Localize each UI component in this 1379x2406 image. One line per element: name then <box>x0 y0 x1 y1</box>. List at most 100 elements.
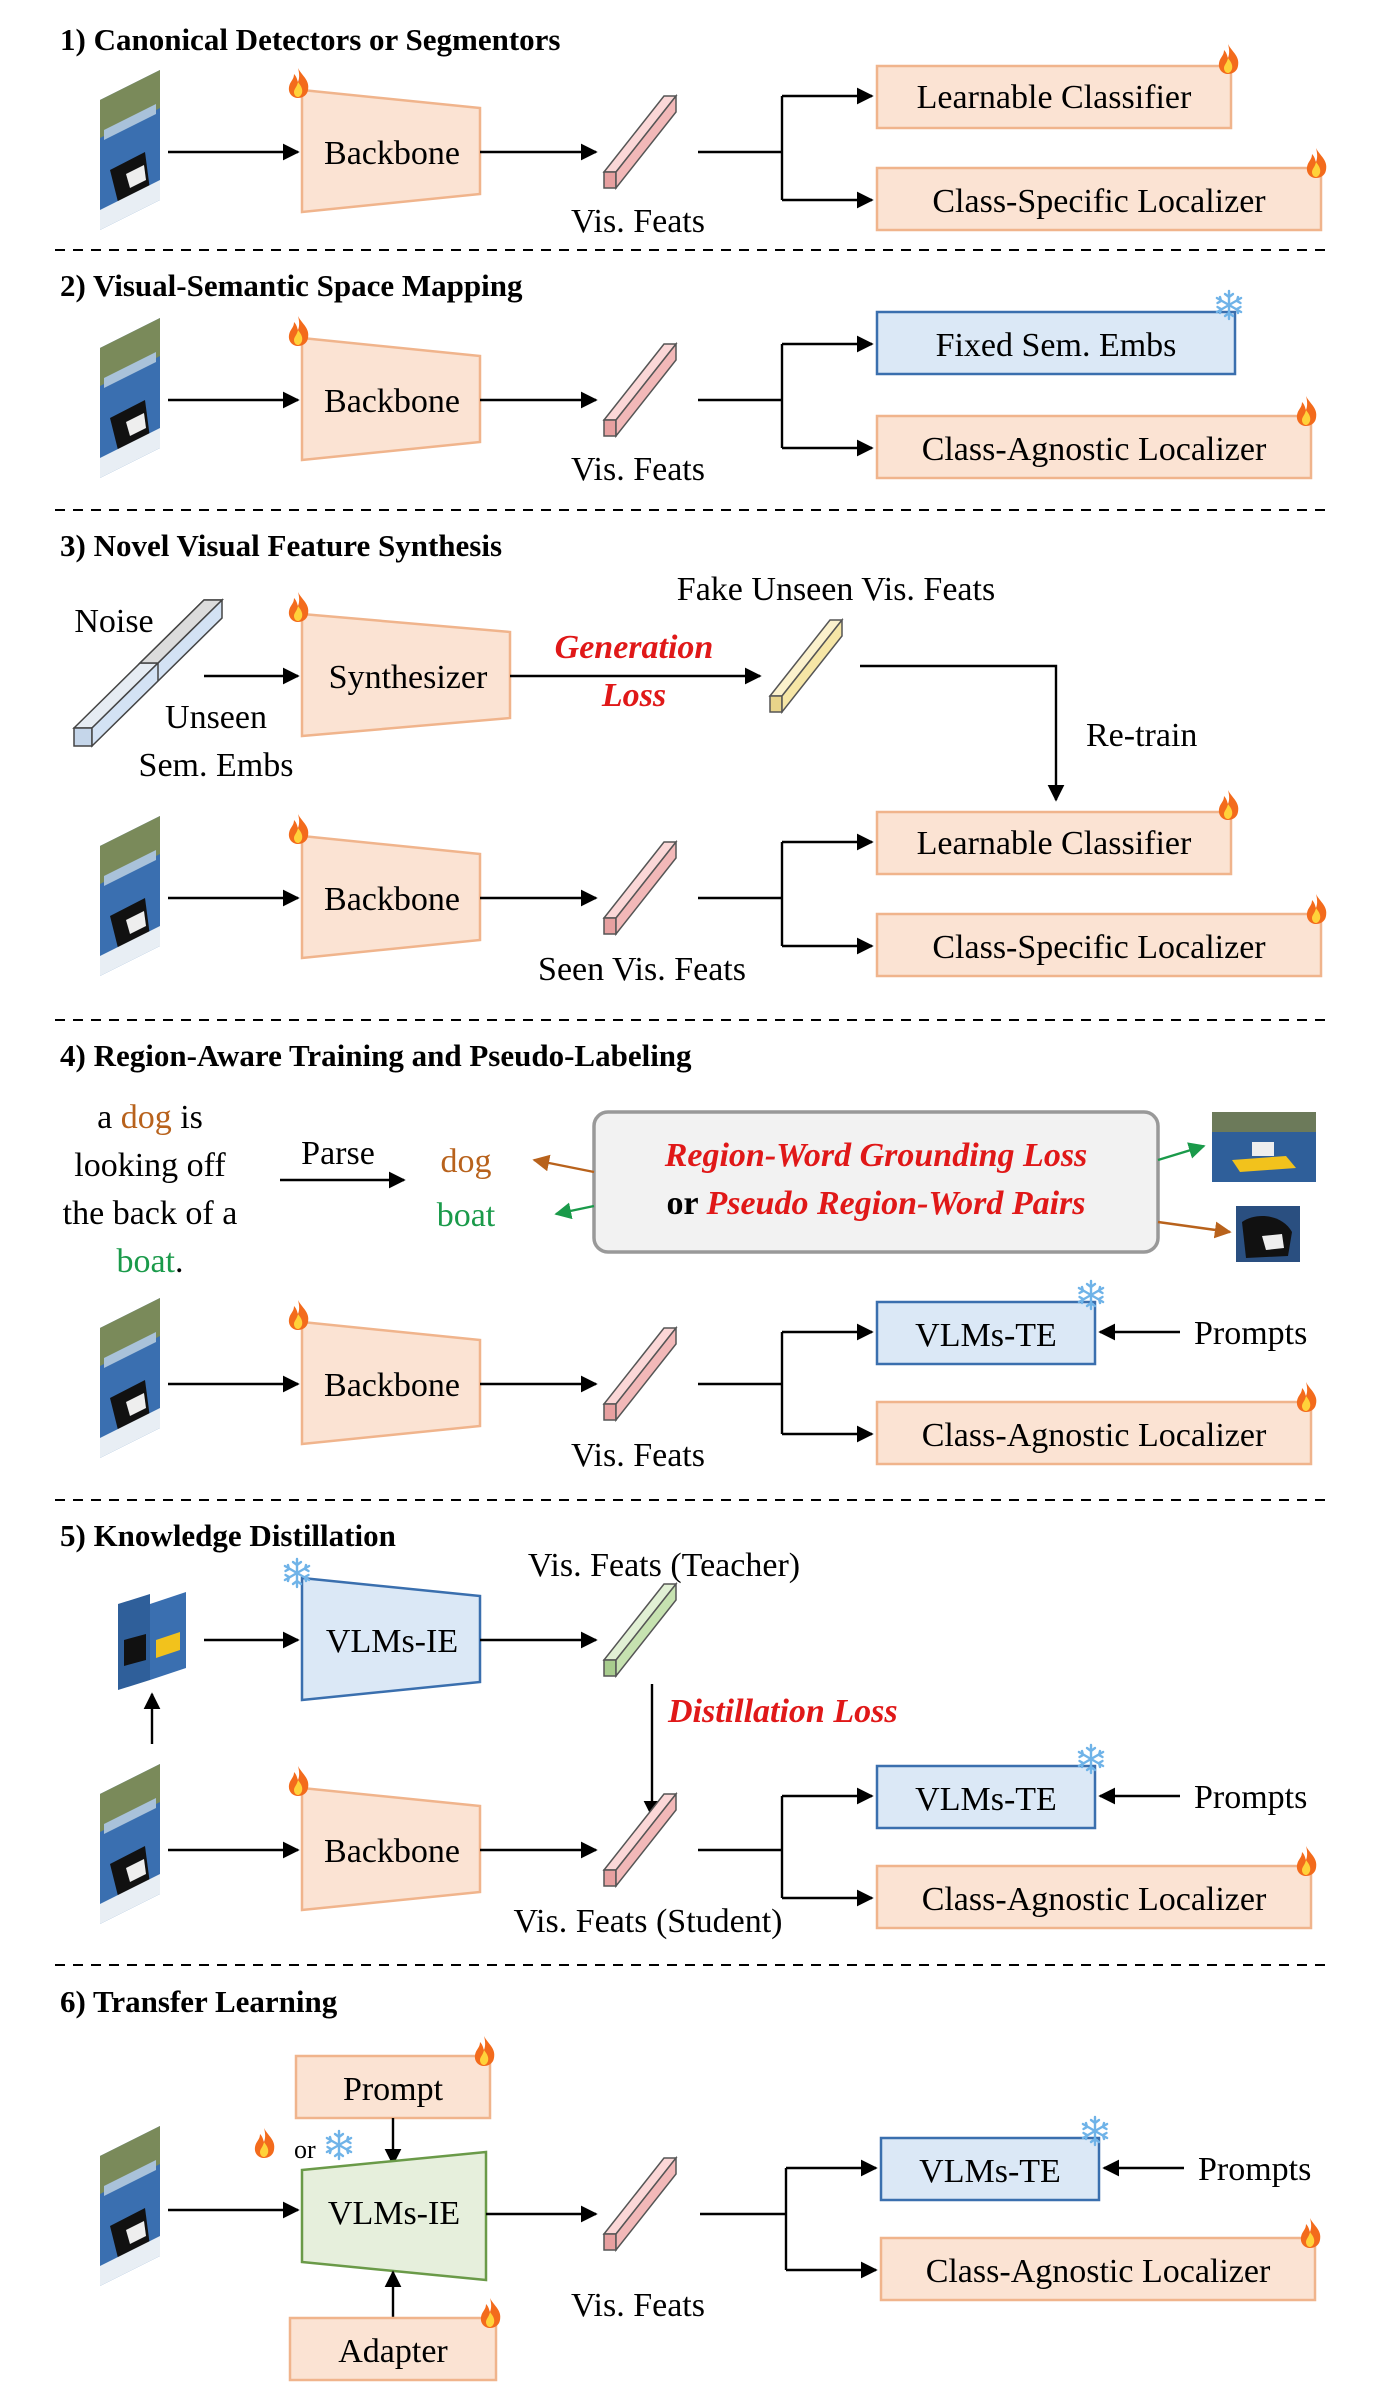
feature-bar <box>602 839 678 937</box>
prompt-box <box>294 2054 492 2120</box>
class-specific-localizer-label: Class-Specific Localizer <box>932 929 1266 966</box>
caption-line-4: boat. <box>116 1243 183 1280</box>
feature-bar <box>602 2155 678 2253</box>
class-specific-localizer-box <box>875 166 1323 232</box>
generation-loss-label-1: Generation <box>555 629 714 666</box>
section-visual-semantic-mapping: 2) Visual-Semantic Space Mapping Backbon… <box>60 268 1317 488</box>
fake-unseen-feats-label: Fake Unseen Vis. Feats <box>677 571 995 608</box>
section-2-heading: 2) Visual-Semantic Space Mapping <box>60 268 523 303</box>
class-agnostic-localizer-label: Class-Agnostic Localizer <box>926 2253 1271 2290</box>
student-feature-bar <box>602 1791 678 1889</box>
backbone-trapezoid <box>300 336 482 462</box>
section-transfer-learning: 6) Transfer Learning Prompt or VLMs-IE A… <box>60 1984 1321 2382</box>
teacher-trapezoid <box>300 1576 482 1702</box>
parsed-word-dog: dog <box>441 1143 492 1180</box>
fire-icon <box>288 68 309 98</box>
adapter-box <box>288 2316 498 2382</box>
section-canonical-detectors: 1) Canonical Detectors or Segmentors Bac… <box>60 22 1327 240</box>
backbone-label: Backbone <box>324 881 460 918</box>
class-agnostic-localizer-box <box>875 1864 1313 1930</box>
branch-connector <box>698 96 784 200</box>
arrow-box-to-boat <box>554 1202 595 1220</box>
class-agnostic-localizer-box <box>875 1400 1313 1466</box>
learnable-classifier-box <box>875 810 1233 876</box>
feats-label: Vis. Feats <box>571 2287 705 2324</box>
class-agnostic-localizer-box <box>875 414 1313 480</box>
branch-connector <box>698 1796 784 1898</box>
vlms-te-box <box>875 1300 1097 1366</box>
seen-feats-label: Seen Vis. Feats <box>538 951 746 988</box>
branch-connector <box>698 344 784 448</box>
fire-icon <box>1296 1382 1317 1412</box>
fire-icon <box>288 1300 309 1330</box>
fire-icon <box>1218 790 1239 820</box>
teacher-label: VLMs-IE <box>326 1623 458 1660</box>
learnable-classifier-label: Learnable Classifier <box>917 79 1192 116</box>
class-agnostic-localizer-box <box>879 2236 1317 2302</box>
learnable-classifier-label: Learnable Classifier <box>917 825 1192 862</box>
backbone-trapezoid <box>300 834 482 960</box>
feats-label: Vis. Feats <box>571 1437 705 1474</box>
caption-line-1: a dog is <box>97 1099 203 1136</box>
fire-icon <box>1296 396 1317 426</box>
fake-feature-bar <box>768 617 844 715</box>
arrow-box-to-boat-region <box>1157 1142 1206 1162</box>
arrow-box-to-dog-region <box>1157 1220 1232 1239</box>
fire-icon <box>288 592 309 622</box>
class-agnostic-localizer-label: Class-Agnostic Localizer <box>922 1417 1267 1454</box>
vlms-te-label: VLMs-TE <box>919 2153 1061 2190</box>
grounding-loss-label: Region-Word Grounding Loss <box>664 1137 1088 1174</box>
prompts-label: Prompts <box>1194 1779 1307 1816</box>
caption-line-2: looking off <box>74 1147 226 1184</box>
grounding-loss-box <box>592 1110 1160 1254</box>
branch-connector <box>700 2168 788 2270</box>
class-specific-localizer-label: Class-Specific Localizer <box>932 183 1266 220</box>
backbone-trapezoid <box>300 1320 482 1446</box>
input-image-thumbnail <box>100 1764 160 1924</box>
retrain-label: Re-train <box>1086 717 1197 754</box>
backbone-label: Backbone <box>324 1367 460 1404</box>
fire-icon <box>1306 894 1327 924</box>
class-agnostic-localizer-label: Class-Agnostic Localizer <box>922 431 1267 468</box>
student-feats-label: Vis. Feats (Student) <box>514 1903 783 1940</box>
input-image-thumbnail <box>100 816 160 976</box>
fire-icon <box>288 316 309 346</box>
pseudo-pairs-label: or Pseudo Region-Word Pairs <box>666 1185 1085 1222</box>
feats-label: Vis. Feats <box>571 203 705 240</box>
section-region-aware-training: 4) Region-Aware Training and Pseudo-Labe… <box>60 1038 1317 1474</box>
section-6-heading: 6) Transfer Learning <box>60 1984 338 2019</box>
vlms-ie-trapezoid <box>300 2150 488 2282</box>
fire-icon <box>288 1766 309 1796</box>
section-1-heading: 1) Canonical Detectors or Segmentors <box>60 22 560 57</box>
caption-line-3: the back of a <box>63 1195 238 1232</box>
teacher-feature-bar <box>602 1581 678 1679</box>
fire-icon <box>474 2036 495 2066</box>
noise-and-sem-embs-bar <box>72 598 224 748</box>
backbone-trapezoid <box>300 1786 482 1912</box>
parsed-word-boat: boat <box>437 1197 496 1234</box>
vlms-te-box <box>879 2136 1101 2202</box>
fixed-sem-embs-label: Fixed Sem. Embs <box>936 327 1177 364</box>
input-image-thumbnail <box>100 2126 160 2286</box>
arrow-box-to-dog <box>532 1154 595 1174</box>
boat-region-crop <box>1212 1112 1316 1182</box>
learnable-classifier-box <box>875 64 1233 130</box>
fire-icon <box>1300 2218 1321 2248</box>
fire-icon <box>254 2128 275 2158</box>
parse-label: Parse <box>301 1135 375 1172</box>
fire-icon <box>1296 1846 1317 1876</box>
snowflake-icon <box>325 2129 353 2161</box>
backbone-label: Backbone <box>324 1833 460 1870</box>
fixed-sem-embs-box <box>875 310 1237 376</box>
vlms-te-label: VLMs-TE <box>915 1317 1057 1354</box>
dog-region-crop <box>1236 1206 1300 1262</box>
prompts-label: Prompts <box>1198 2151 1311 2188</box>
class-specific-localizer-box <box>875 912 1323 978</box>
fire-icon <box>480 2298 501 2328</box>
prompt-label: Prompt <box>343 2071 444 2108</box>
region-crops-stack <box>118 1592 186 1690</box>
synthesizer-label: Synthesizer <box>329 659 488 696</box>
unseen-label: Unseen <box>165 699 267 736</box>
section-dividers <box>55 249 1325 1966</box>
